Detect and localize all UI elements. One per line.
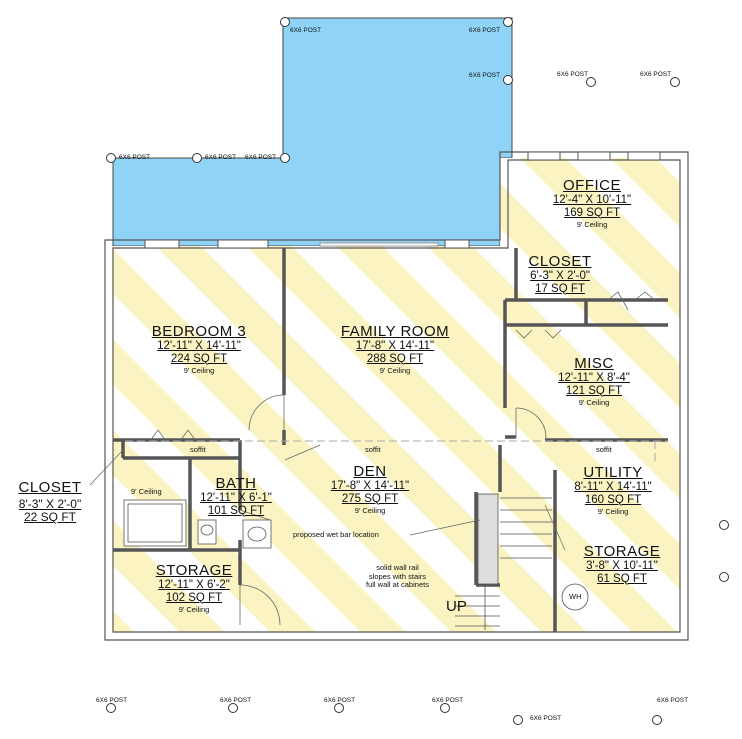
posts — [106, 17, 729, 725]
soffit-line — [125, 440, 668, 462]
leader-lines — [89, 449, 566, 551]
room-storage-right: STORAGE 3'-8" X 10'-11" 61 SQ FT — [583, 543, 661, 585]
room-utility: UTILITY 8'-11" X 14'-11" 160 SQ FT 9' Ce… — [574, 464, 652, 516]
stairs-up-label: UP — [446, 598, 467, 615]
doors — [149, 291, 656, 626]
post-label: 6X6 POST — [324, 697, 356, 704]
post-label: 6X6 POST — [96, 697, 128, 704]
soffit-note: soffit — [365, 445, 381, 454]
room-family: FAMILY ROOM 17'-8" X 14'-11" 288 SQ FT 9… — [340, 323, 450, 375]
room-storage-left: STORAGE 12'-11" X 6'-2" 102 SQ FT 9' Cei… — [155, 562, 233, 614]
post-label: 6X6 POST — [290, 27, 322, 34]
room-bedroom-3: BEDROOM 3 12'-11" X 14'-11" 224 SQ FT 9'… — [151, 323, 247, 375]
wet-bar-note: proposed wet bar location — [293, 530, 379, 539]
windows — [144, 151, 661, 249]
post-label: 6X6 POST — [469, 72, 501, 79]
interior-walls — [113, 248, 668, 632]
post-label: 6X6 POST — [220, 697, 252, 704]
post-label: 6X6 POST — [657, 697, 689, 704]
room-closet-left: CLOSET 8'-3" X 2'-0" 22 SQ FT — [18, 479, 82, 525]
bath-fixtures — [123, 499, 272, 549]
post-label: 6X6 POST — [640, 71, 672, 78]
room-den: DEN 17'-8" X 14'-11" 275 SQ FT 9' Ceilin… — [330, 463, 410, 515]
soffit-note: soffit — [596, 445, 612, 454]
house-floor — [113, 158, 680, 632]
outer-walls — [104, 151, 689, 641]
post-label: 6X6 POST — [469, 27, 501, 34]
post-label: 6X6 POST — [245, 154, 277, 161]
water-heater — [561, 583, 589, 611]
patio-area — [112, 17, 513, 247]
room-closet-top: CLOSET 6'-3" X 2'-0" 17 SQ FT — [528, 253, 592, 295]
post-label: 6X6 POST — [205, 154, 237, 161]
post-label: 6X6 POST — [119, 154, 151, 161]
room-misc: MISC 12'-11" X 8'-4" 121 SQ FT 9' Ceilin… — [558, 355, 630, 407]
bath-ceiling-note: 9' Ceiling — [131, 487, 162, 496]
post-label: 6X6 POST — [432, 697, 464, 704]
stairs — [455, 493, 552, 630]
room-office: OFFICE 12'-4" X 10'-11" 169 SQ FT 9' Cei… — [552, 177, 632, 229]
room-bath: BATH 12'-11" X 6'-1" 101 SQ FT — [200, 475, 272, 517]
soffit-note: soffit — [190, 445, 206, 454]
water-heater-label: WH — [569, 592, 582, 601]
rail-note: solid wall rail slopes with stairs full … — [366, 563, 429, 590]
post-label: 6X6 POST — [530, 715, 562, 722]
post-label: 6X6 POST — [557, 71, 589, 78]
